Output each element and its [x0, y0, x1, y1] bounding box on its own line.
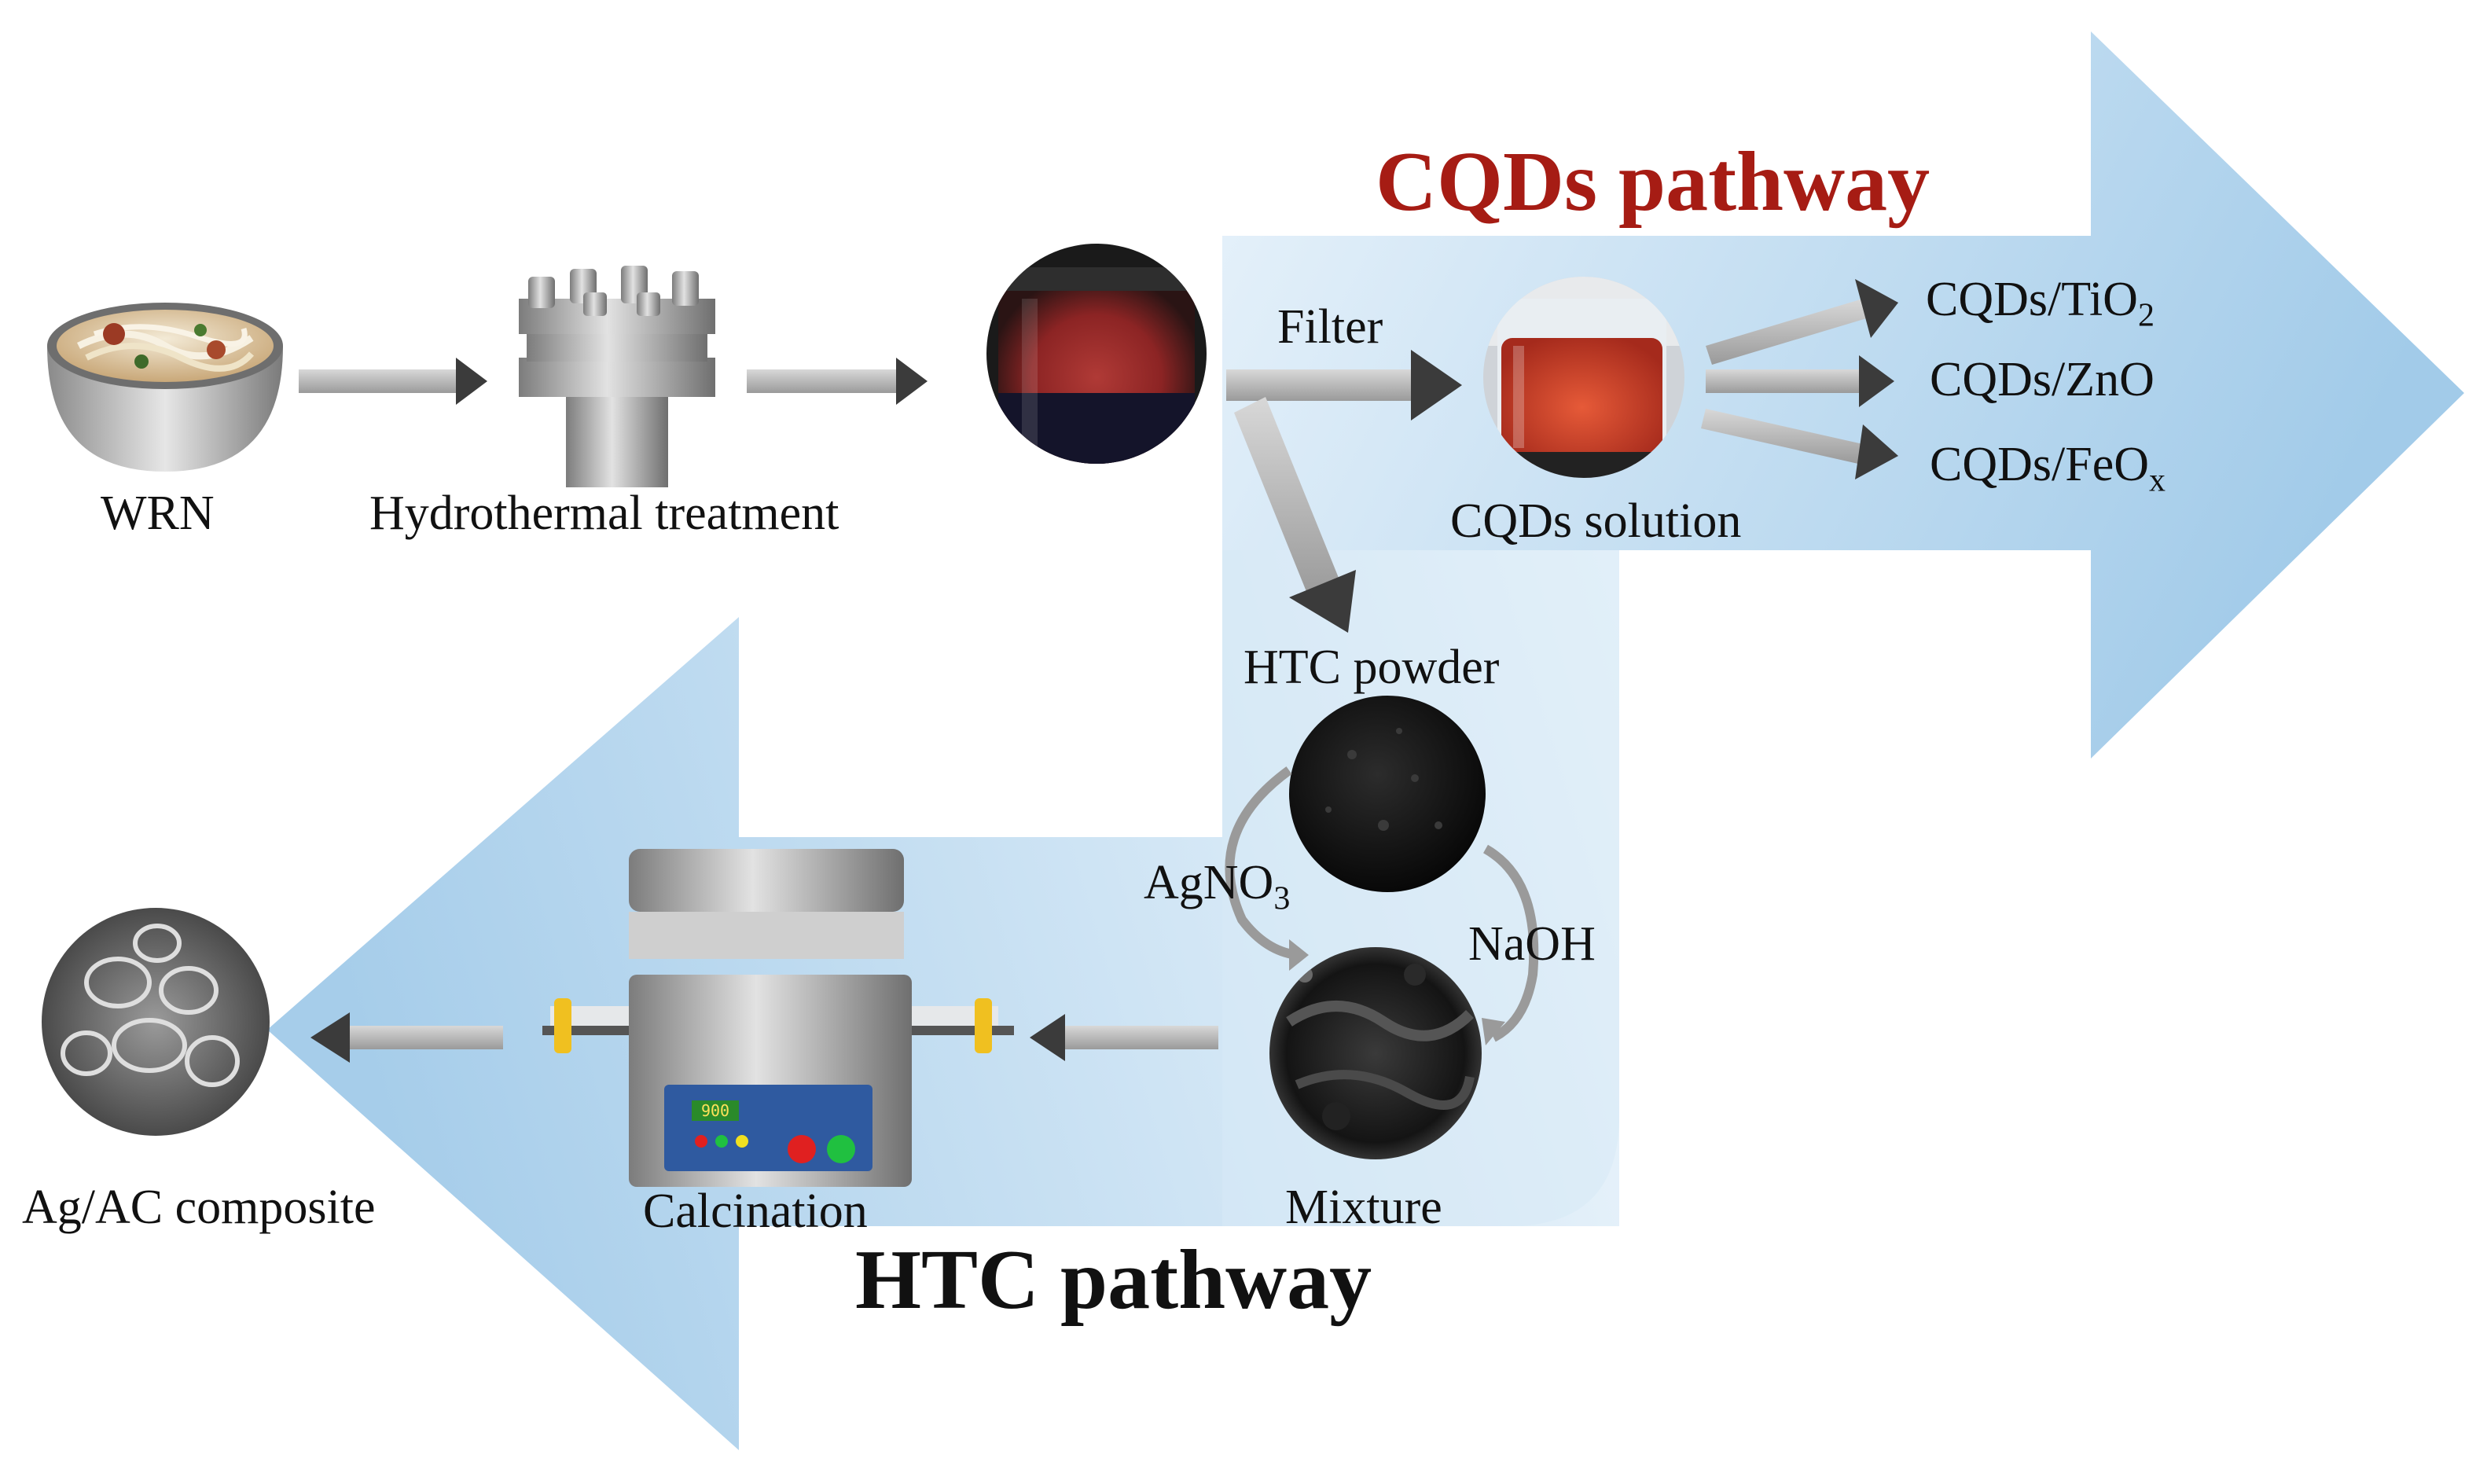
furnace-display-readout: 900 — [700, 1101, 730, 1120]
filter-label: Filter — [1277, 300, 1383, 354]
product-feox-label: CQDs/FeOx — [1930, 440, 2166, 497]
htc-pathway-title: HTC pathway — [855, 1233, 1372, 1327]
product-tio2-sub: 2 — [2137, 297, 2155, 334]
cqds-pathway-title: CQDs pathway — [1376, 135, 1930, 229]
ag-ac-composite-label: Ag/AC composite — [22, 1181, 376, 1234]
product-tio2-base: CQDs/TiO — [1926, 273, 2138, 326]
naoh-curved-arrow — [1482, 844, 1539, 1042]
arrow-wrn-to-reactor — [299, 358, 487, 405]
cqds-solution-label: CQDs solution — [1450, 494, 1742, 548]
arrow-to-feox — [1701, 409, 1898, 479]
arrow-to-tio2 — [1706, 279, 1898, 365]
htc-powder-label: HTC powder — [1244, 641, 1500, 694]
product-feox-base: CQDs/FeO — [1930, 438, 2150, 491]
cqds-pathway-band — [1222, 31, 2464, 759]
product-feox-sub: x — [2149, 462, 2166, 499]
naoh-label: NaOH — [1468, 917, 1596, 971]
beaker-icon — [1483, 277, 1684, 478]
agno3-curved-arrow — [1225, 766, 1298, 960]
hydrothermal-reactor-icon — [519, 266, 715, 487]
product-zno-label: CQDs/ZnO — [1930, 355, 2155, 404]
hydrothermal-label: Hydrothermal treatment — [369, 487, 839, 540]
agno3-label: AgNO3 — [1144, 858, 1290, 915]
reaction-jar-icon — [986, 244, 1207, 464]
arrow-to-htc-powder — [1234, 397, 1356, 633]
powder-icon — [1289, 696, 1486, 892]
arrow-filter — [1226, 350, 1462, 421]
product-tio2-label: CQDs/TiO2 — [1926, 275, 2155, 332]
agno3-base: AgNO — [1144, 856, 1274, 909]
agno3-arrowhead — [1289, 939, 1309, 971]
mixture-icon — [1269, 947, 1482, 1159]
mixture-label: Mixture — [1285, 1181, 1442, 1234]
arrow-furnace-to-sem — [310, 1012, 503, 1063]
tube-furnace-icon — [542, 849, 1014, 1187]
arrow-to-zno — [1706, 355, 1894, 407]
product-zno-base: CQDs/ZnO — [1930, 353, 2155, 406]
sem-image-icon — [42, 908, 270, 1136]
arrow-mixture-to-furnace — [1030, 1014, 1218, 1061]
wrn-label: WRN — [101, 487, 215, 540]
noodle-bowl-icon — [47, 303, 283, 472]
arrow-reactor-to-jar — [747, 358, 928, 405]
agno3-sub: 3 — [1273, 880, 1291, 917]
calcination-label: Calcination — [643, 1185, 868, 1238]
naoh-arrowhead — [1482, 1018, 1505, 1045]
